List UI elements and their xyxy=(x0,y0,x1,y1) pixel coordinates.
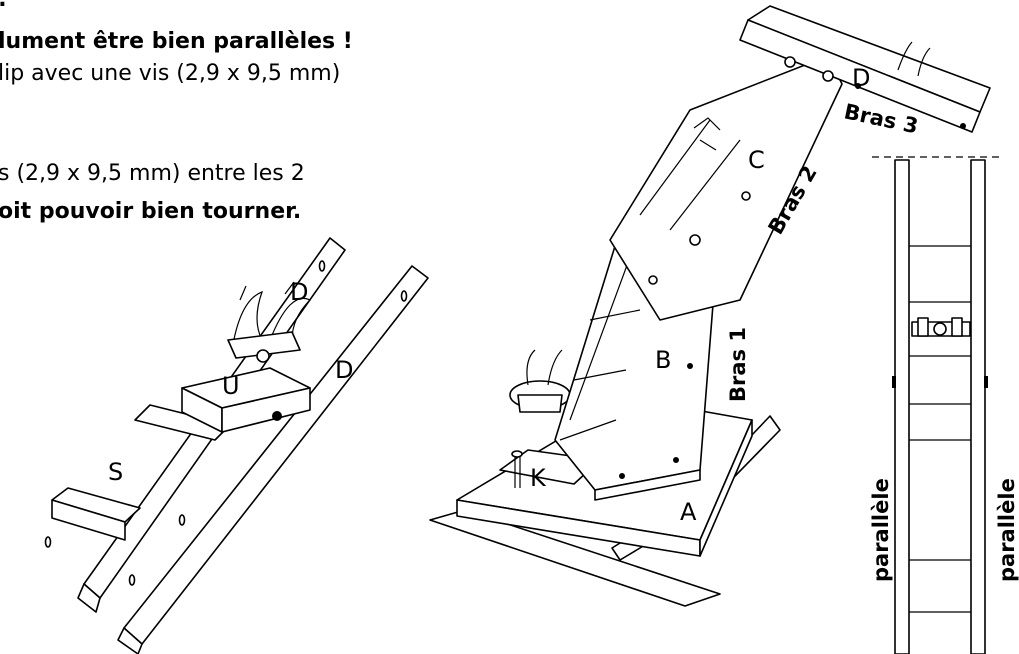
label-b: B xyxy=(655,346,671,374)
label-k: K xyxy=(530,464,547,492)
top-view-drawing xyxy=(872,156,1004,654)
label-parallele-left: parallèle xyxy=(869,478,893,582)
instruction-line-1: lument être bien parallèles ! xyxy=(0,29,353,54)
label-parallele-right: parallèle xyxy=(995,478,1019,582)
label-c: C xyxy=(748,146,765,174)
label-d: D xyxy=(852,64,870,92)
label-d-side: D xyxy=(335,356,353,384)
instruction-line-2: lip avec une vis (2,9 x 9,5 mm) xyxy=(0,61,341,86)
instruction-line-0: : xyxy=(0,0,7,14)
label-d-top: D xyxy=(290,278,308,306)
label-s: S xyxy=(108,458,123,486)
instruction-line-3: s (2,9 x 9,5 mm) entre les 2 xyxy=(0,161,305,186)
parallel-arm-drawing xyxy=(44,237,429,654)
label-u: U xyxy=(222,372,240,400)
robot-arm-drawing xyxy=(429,5,991,607)
label-bras-1: Bras 1 xyxy=(726,327,750,402)
instruction-line-4: oit pouvoir bien tourner. xyxy=(0,199,302,224)
label-a: A xyxy=(680,498,697,526)
